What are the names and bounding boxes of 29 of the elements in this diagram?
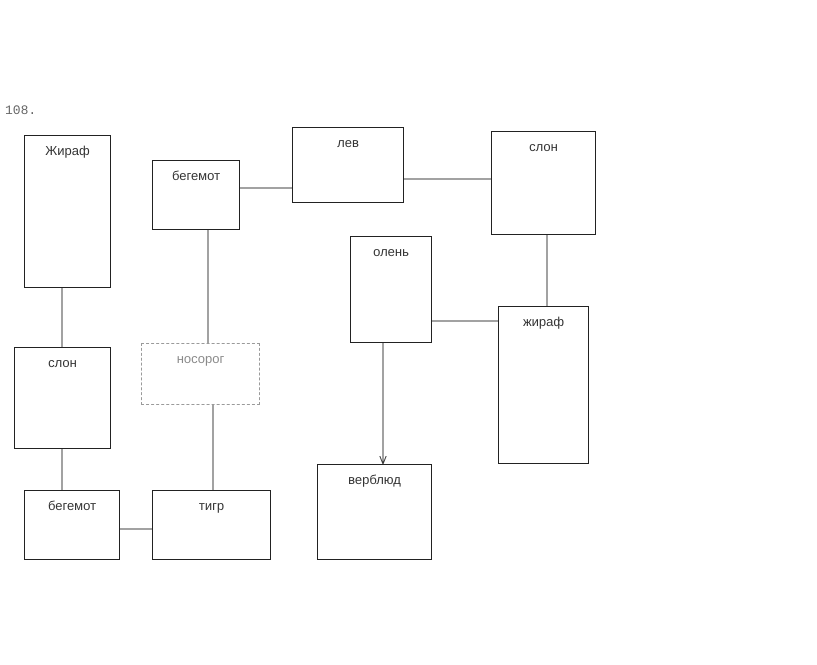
animal-name: олень	[373, 244, 409, 259]
animal-name: слон	[48, 355, 77, 370]
animal-name: лев	[337, 135, 359, 150]
animal-name: жираф	[522, 314, 564, 329]
exercise-number: 108.	[5, 103, 36, 118]
connector-line	[120, 528, 152, 530]
animal-name: верблюд	[348, 472, 401, 487]
animal-name: Жираф	[45, 143, 90, 158]
animal-box	[24, 490, 120, 560]
animal-name: бегемот	[172, 168, 220, 183]
connector-line	[404, 178, 492, 180]
animal-box	[14, 347, 111, 449]
connector-line	[212, 404, 214, 490]
animal-box	[141, 343, 260, 405]
animal-box	[491, 131, 596, 235]
animal-box	[317, 464, 432, 560]
animal-box	[152, 160, 240, 230]
animal-name: носорог	[176, 351, 224, 366]
animal-box	[24, 135, 111, 288]
animal-name: тигр	[198, 498, 224, 513]
animal-box	[498, 306, 589, 464]
animal-name: слон	[529, 139, 558, 154]
animal-box	[350, 236, 432, 343]
animal-name: бегемот	[48, 498, 96, 513]
animal-box	[152, 490, 271, 560]
connector-line	[432, 320, 498, 322]
animal-box	[292, 127, 404, 203]
connector-line	[546, 234, 548, 306]
arrow	[379, 342, 387, 464]
